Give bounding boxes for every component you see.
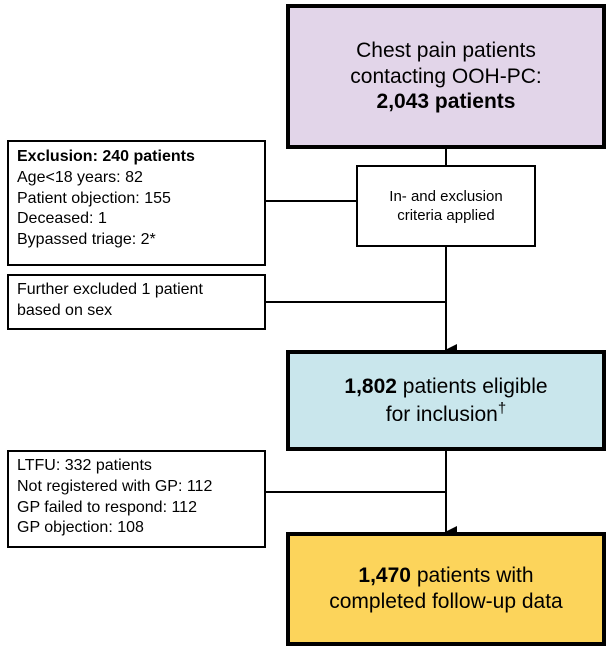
- ltfu-item: GP failed to respond: 112: [17, 498, 197, 516]
- exclusion-item: Bypassed triage: 2*: [17, 231, 156, 249]
- final-count: 1,470: [358, 564, 411, 588]
- ltfu-item: LTFU: 332 patients: [17, 457, 152, 474]
- criteria-line-1: In- and exclusion: [389, 187, 503, 205]
- final-line-1-rest: patients with: [410, 564, 534, 588]
- ltfu-item: GP objection: 108: [17, 519, 144, 537]
- criteria-line-2: criteria applied: [397, 207, 495, 224]
- start-line-1: Chest pain patients: [356, 39, 536, 63]
- start-box: Chest pain patients contacting OOH-PC: 2…: [286, 4, 606, 149]
- final-line-2: completed follow-up data: [329, 590, 563, 613]
- start-count: 2,043 patients: [376, 90, 516, 114]
- eligible-line-1-rest: patients eligible: [396, 374, 548, 398]
- further-excluded-line-2: based on sex: [17, 301, 113, 319]
- start-line-2: contacting OOH-PC:: [350, 64, 542, 88]
- eligible-line-2-text: for inclusion: [385, 402, 498, 426]
- further-excluded-line-1: Further excluded 1 patient: [17, 281, 203, 298]
- ltfu-box: LTFU: 332 patients Not registered with G…: [7, 450, 266, 548]
- eligible-box: 1,802 patients eligible for inclusion†: [286, 350, 606, 451]
- exclusion-item: Age<18 years: 82: [17, 168, 143, 186]
- final-line-1: 1,470 patients with: [358, 563, 533, 589]
- exclusion-box: Exclusion: 240 patients Age<18 years: 82…: [7, 140, 266, 266]
- final-box: 1,470 patients with completed follow-up …: [286, 532, 606, 646]
- eligible-count: 1,802: [344, 374, 397, 398]
- dagger-marker: †: [497, 399, 507, 417]
- eligible-line-1: 1,802 patients eligible: [344, 374, 547, 400]
- criteria-box: In- and exclusion criteria applied: [356, 165, 536, 247]
- exclusion-item: Patient objection: 155: [17, 189, 171, 207]
- exclusion-title: Exclusion: 240 patients: [17, 148, 195, 165]
- exclusion-item: Deceased: 1: [17, 210, 107, 228]
- further-excluded-box: Further excluded 1 patient based on sex: [7, 274, 266, 330]
- ltfu-item: Not registered with GP: 112: [17, 477, 213, 495]
- eligible-line-2: for inclusion†: [386, 400, 506, 428]
